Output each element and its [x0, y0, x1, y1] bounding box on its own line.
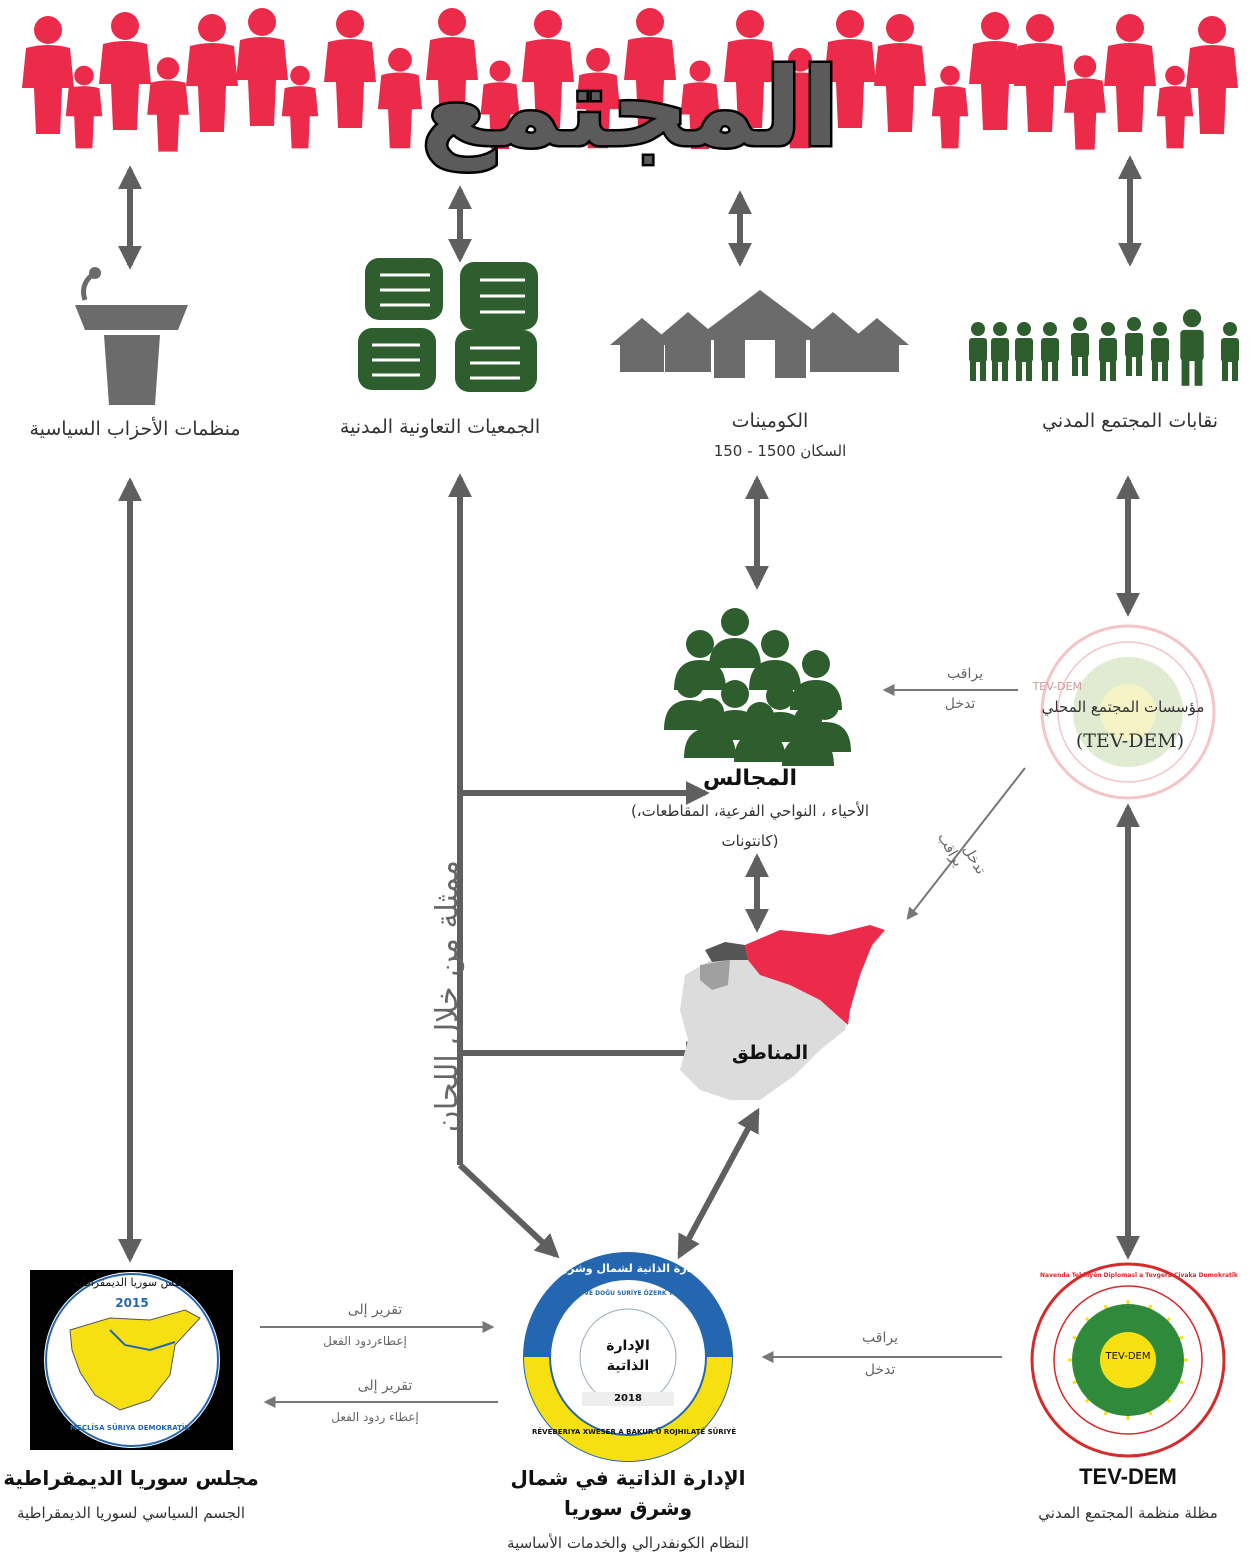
coops-label: الجمعيات التعاونية المدنية [339, 416, 541, 438]
report1-label: تقرير إلى [347, 1302, 403, 1318]
local-institutions-label: مؤسسات المجتمع المحلي [1041, 698, 1205, 716]
admin-logo-inner-top: KUZEY VE DOĞU SURİYE ÖZERK YÖNETİMİ [560, 1290, 702, 1297]
msd-logo-arc: مجلس سوريا الديمقراطية [72, 1276, 192, 1289]
report1-feedback-label: إعطاءردود الفعل [323, 1334, 407, 1348]
admin-logo-bottom: RÊVEBERIYA XWESER A BAKUR Û ROJHILATÊ SÛ… [532, 1428, 737, 1436]
tevdem-subtitle: مظلة منظمة المجتمع المدني [1038, 1504, 1218, 1522]
admin-logo [523, 1252, 733, 1462]
page-title: المجتمع [421, 46, 839, 172]
cooperative-hands-icon [358, 258, 538, 392]
syria-regions-map [680, 925, 885, 1100]
communes-population: السكان 1500 - 150 [713, 442, 847, 460]
admin-logo-year: 2018 [614, 1393, 642, 1404]
admin-logo-top: الإدارة الذاتية لشمال وشرق سوريا [522, 1262, 708, 1275]
admin-title-line2: وشرق سوريا [563, 1496, 693, 1520]
councils-label: المجالس [702, 766, 798, 791]
local-institutions-ghost: TEV-DEM [1033, 680, 1082, 693]
monitor-arrows [260, 684, 1026, 1408]
communes-label: الكومينات [731, 410, 809, 432]
admin-logo-center2: الذاتية [606, 1358, 650, 1374]
tevdem-logo [1030, 1262, 1226, 1458]
header-title-box: المجتمع [418, 44, 841, 175]
parties-label: منظمات الأحزاب السياسية [29, 418, 241, 440]
houses-icon [610, 290, 909, 378]
committees-label: ممثلة من خلال اللجان [430, 860, 465, 1133]
unions-label: نقابات المجتمع المدني [1041, 410, 1219, 432]
admin-logo-center1: الإدارة [606, 1338, 650, 1354]
monitor3-intervene-label: تدخل [864, 1362, 896, 1378]
tevdem-title: TEV-DEM [1079, 1464, 1177, 1489]
councils-group-icon [664, 608, 851, 766]
tevdem-logo-ring: Navenda Tekiliyên Diplomasî a Tevgera Ci… [1040, 1272, 1238, 1279]
structure-arrows [118, 473, 1140, 1263]
podium-icon [75, 267, 188, 405]
admin-subtitle: النظام الكونفدرالي والخدمات الأساسية [507, 1534, 749, 1552]
local-institutions-acronym: (TEV-DEM) [1075, 730, 1185, 752]
msd-logo-bottom: MECLÎSA SÛRIYA DEMOKRATÎK [70, 1424, 190, 1432]
msd-logo-year: 2015 [115, 1296, 149, 1310]
society-arrows [118, 155, 1142, 270]
monitor1-intervene-label: تدخل [944, 696, 976, 712]
report2-feedback-label: إعطاء ردود الفعل [331, 1410, 419, 1424]
councils-levels: الأحياء ، النواحي الفرعية، المقاطعات،) [630, 802, 870, 820]
monitor1-label: يراقب [947, 666, 983, 682]
workers-icon [969, 309, 1239, 386]
report2-label: تقرير إلى [357, 1378, 413, 1394]
local-institutions-seal [1040, 624, 1216, 800]
tevdem-logo-center: TEV-DEM [1105, 1351, 1151, 1362]
msd-subtitle: الجسم السياسي لسوريا الديمقراطية [16, 1504, 246, 1522]
monitor3-label: يراقب [862, 1330, 898, 1346]
councils-cantons: (كانتونات [721, 832, 779, 850]
regions-label: المناطق [731, 1042, 809, 1064]
msd-title: مجلس سوريا الديمقراطية [3, 1466, 259, 1490]
msd-logo [30, 1270, 233, 1450]
admin-title-line1: الإدارة الذاتية في شمال [510, 1466, 746, 1490]
